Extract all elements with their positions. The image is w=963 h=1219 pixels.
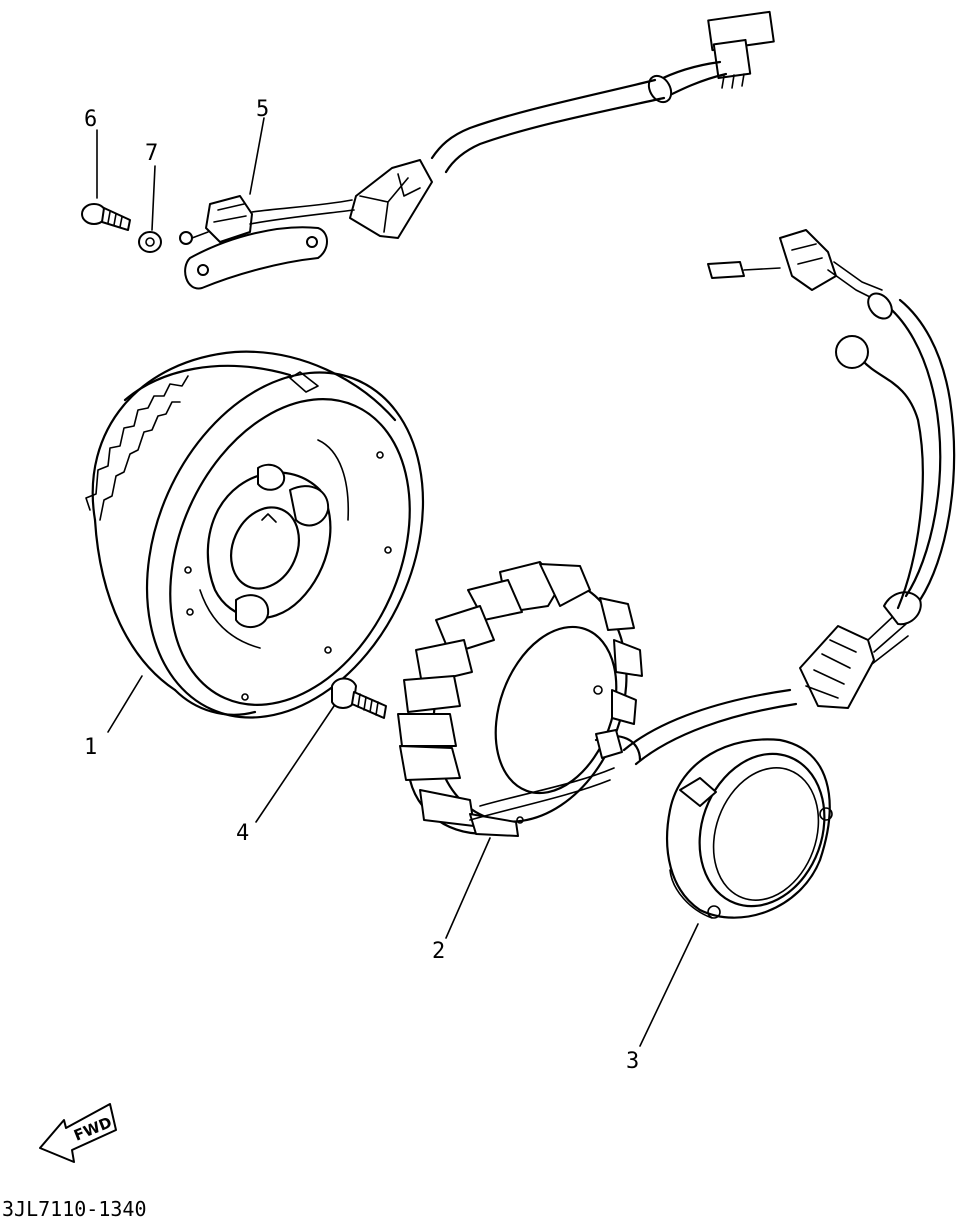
part-code: 3JL7110-1340 [2, 1197, 147, 1219]
callout-1: 1 [84, 735, 97, 760]
callout-3: 3 [626, 1049, 639, 1074]
callout-5: 5 [256, 97, 269, 122]
callout-2: 2 [432, 939, 445, 964]
cover-ring [666, 738, 833, 919]
stator [397, 561, 643, 837]
leader-lines [96, 117, 699, 1047]
callout-6: 6 [84, 107, 97, 132]
fwd-arrow-icon: FWD [39, 1103, 117, 1163]
callout-4: 4 [236, 821, 249, 846]
stator-harness [622, 229, 956, 766]
flywheel-rotor [85, 350, 425, 719]
pickup-harness [349, 10, 775, 239]
screw [81, 203, 131, 231]
washer [138, 231, 162, 253]
stator-bolt [331, 677, 387, 719]
callout-7: 7 [145, 141, 158, 166]
pickup-coil [179, 195, 355, 290]
